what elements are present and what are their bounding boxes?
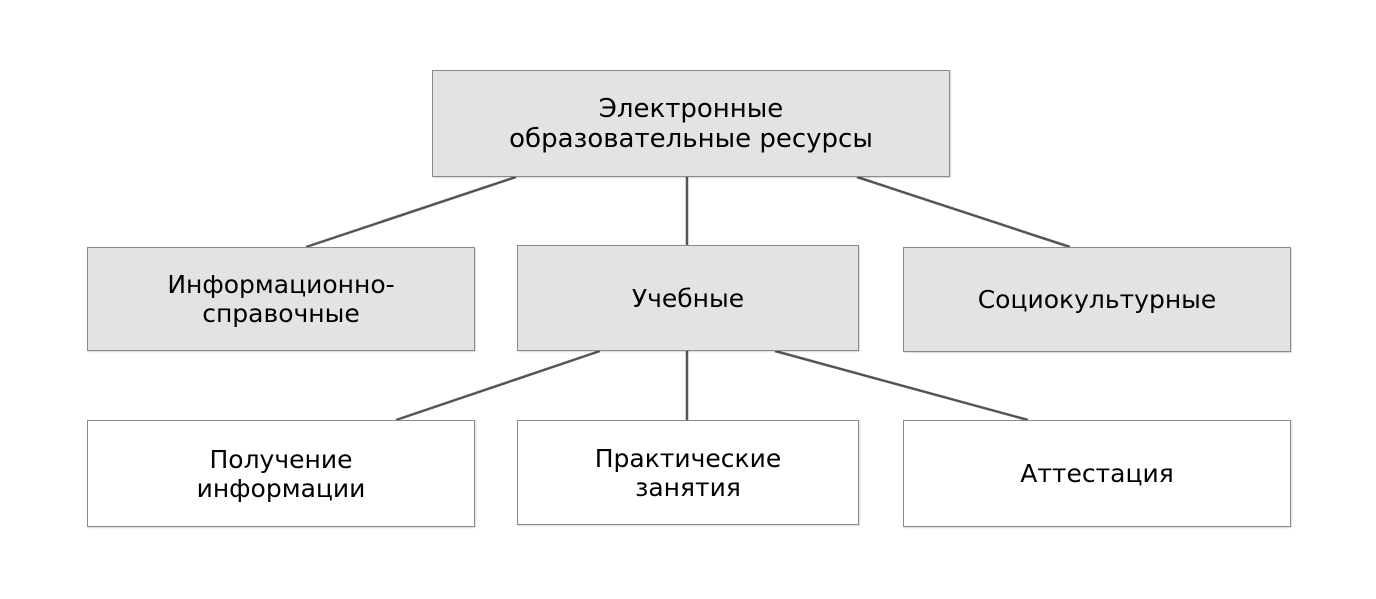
node-root-line-1: Электронные: [598, 93, 784, 124]
connector-educational-attestation: [774, 349, 1029, 422]
node-sociocultural-line-1: Социокультурные: [977, 285, 1217, 314]
node-root-line-2: образовательные ресурсы: [509, 123, 873, 154]
node-educational-line-1: Учебные: [631, 283, 745, 313]
node-educational: Учебные: [517, 245, 859, 351]
node-practical-classes-line-1: Практические: [594, 443, 782, 473]
node-attestation: Аттестация: [903, 420, 1291, 527]
connector-root-informational: [305, 175, 517, 249]
node-getting-information: Получение информации: [87, 420, 475, 527]
node-root-electronic-resources: Электронные образовательные ресурсы: [432, 70, 950, 177]
connector-educational-information: [395, 349, 601, 422]
node-getting-information-line-2: информации: [196, 473, 366, 503]
node-practical-classes-line-2: занятия: [635, 472, 741, 502]
node-informational-line-2: справочные: [202, 299, 360, 328]
node-informational-line-1: Информационно-: [167, 270, 395, 299]
connector-root-sociocultural: [856, 175, 1071, 249]
node-getting-information-line-1: Получение: [209, 444, 353, 474]
node-attestation-line-1: Аттестация: [1020, 459, 1174, 488]
node-sociocultural: Социокультурные: [903, 247, 1291, 352]
node-practical-classes: Практические занятия: [517, 420, 859, 525]
node-informational-reference: Информационно- справочные: [87, 247, 475, 351]
